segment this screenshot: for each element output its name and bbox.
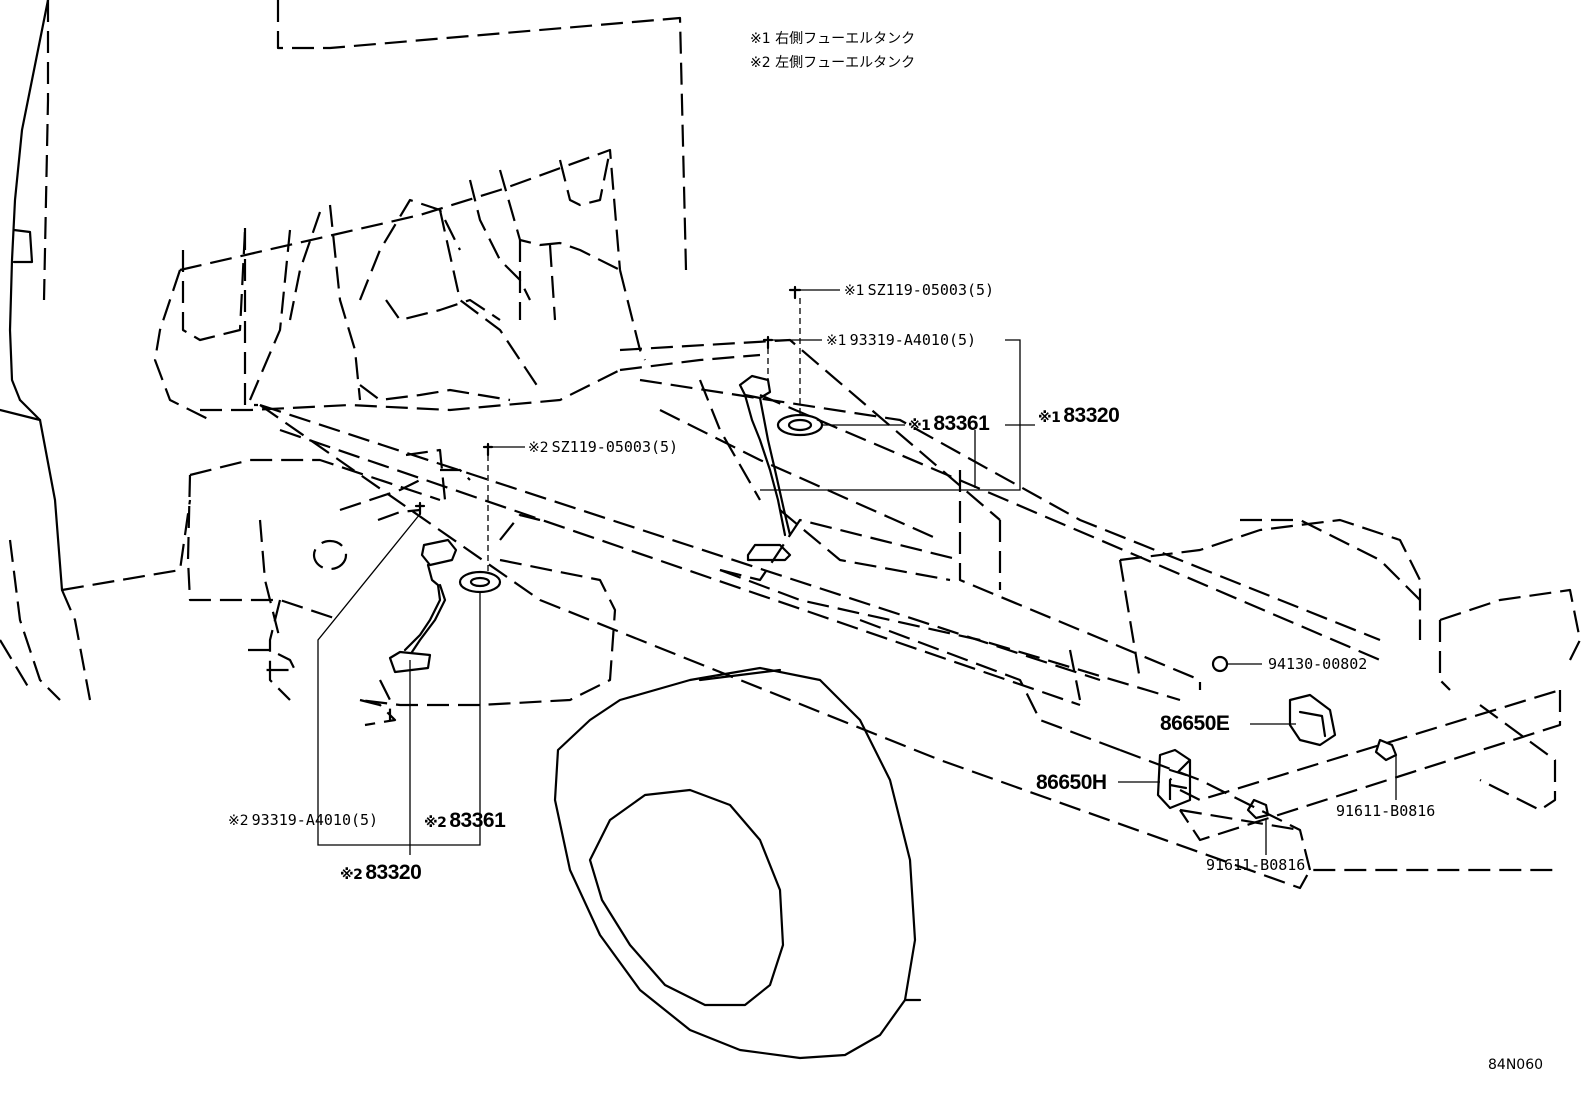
frame-rails: [259, 338, 1582, 890]
callout-mark: ※2: [424, 815, 447, 831]
callout-part: 93319-A4010(5): [251, 811, 379, 829]
rear-wheels: [1068, 518, 1422, 701]
callout-part: 91611-B0816: [1336, 802, 1436, 820]
callout-part: SZ119-05003(5): [867, 281, 995, 299]
callout-part: 83361: [933, 412, 990, 435]
callout-sensor-h[interactable]: 86650H: [1036, 772, 1107, 793]
callout-nut[interactable]: 94130-00802: [1268, 657, 1367, 672]
callout-mark: ※2: [340, 867, 363, 883]
leader-lines: [317, 289, 1397, 855]
note-left-tank: ※2 左側フューエルタンク: [750, 56, 915, 70]
callout-bolt-right[interactable]: 91611-B0816: [1336, 804, 1435, 819]
note-mark: ※1: [750, 31, 771, 47]
left-fuel-tank: [186, 448, 617, 727]
figure-code: 84N060: [1488, 1057, 1544, 1073]
callout-part: 86650H: [1036, 771, 1107, 794]
front-tire: [553, 666, 922, 1060]
note-text: 左側フューエルタンク: [775, 55, 916, 71]
cab-rear-panel: [153, 148, 761, 421]
callout-mark: ※1: [826, 333, 847, 349]
callout-part: 91611-B0816: [1206, 856, 1306, 874]
callout-part: 94130-00802: [1268, 655, 1368, 673]
callout-part: 86650E: [1160, 712, 1230, 735]
cab-outline: [0, 0, 688, 701]
callout-part: 83320: [1063, 404, 1120, 427]
callout-mark: ※1: [908, 418, 931, 434]
note-text: 右側フューエルタンク: [775, 31, 916, 47]
callout-part: 93319-A4010(5): [849, 331, 977, 349]
callout-mark: ※2: [228, 813, 249, 829]
callout-part: 83361: [449, 809, 506, 832]
callout-mark: ※2: [528, 440, 549, 456]
right-tank-gauge: [738, 285, 824, 562]
callout-mark: ※1: [844, 283, 865, 299]
sensors: [1156, 655, 1398, 820]
left-tank-gauge: [388, 442, 502, 674]
callout-bolt-lower[interactable]: 91611-B0816: [1206, 858, 1305, 873]
note-mark: ※2: [750, 55, 771, 71]
callout-mark: ※1: [1038, 410, 1061, 426]
callout-sensor-e[interactable]: 86650E: [1160, 712, 1230, 735]
callout-part: SZ119-05003(5): [551, 438, 679, 456]
note-right-tank: ※1 右側フューエルタンク: [750, 32, 915, 46]
callout-part: 83320: [365, 861, 422, 884]
